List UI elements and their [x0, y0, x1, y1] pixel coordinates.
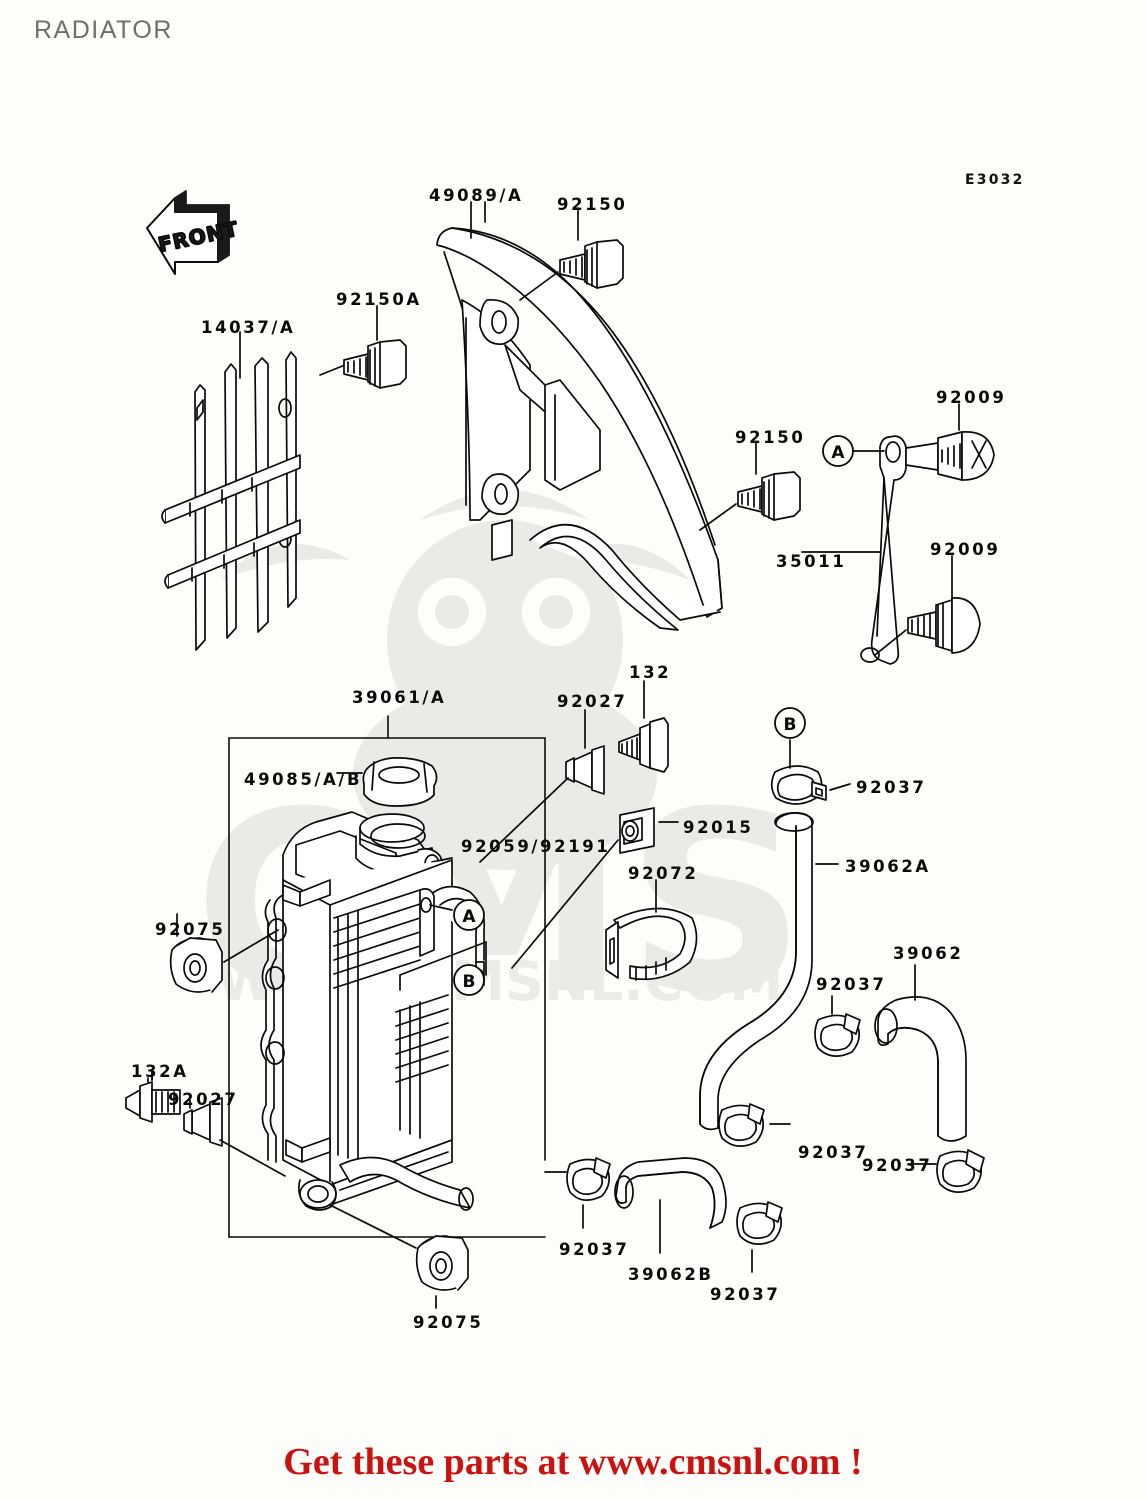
part-label-92150-upper[interactable]: 92150	[557, 195, 628, 214]
part-label-92027-upper[interactable]: 92027	[557, 692, 628, 711]
part-label-39062[interactable]: 39062	[893, 944, 964, 963]
part-label-39062a[interactable]: 39062A	[845, 857, 931, 876]
part-label-92009-upper[interactable]: 92009	[936, 388, 1007, 407]
watermark-url-text: WWW.CMSNL.COM	[217, 950, 783, 1013]
part-label-92027-lower[interactable]: 92027	[168, 1090, 239, 1109]
part-label-92072[interactable]: 92072	[628, 864, 699, 883]
part-label-49089-a[interactable]: 49089/A	[429, 186, 524, 205]
part-label-14037-a[interactable]: 14037/A	[201, 318, 296, 337]
part-label-92075-lower[interactable]: 92075	[413, 1313, 484, 1332]
part-label-132a[interactable]: 132A	[131, 1062, 189, 1081]
part-label-92150-mid[interactable]: 92150	[735, 428, 806, 447]
part-label-92037-mid[interactable]: 92037	[816, 975, 887, 994]
part-label-92037-b[interactable]: 92037	[856, 778, 927, 797]
part-label-49085-a-b[interactable]: 49085/A/B	[244, 770, 363, 789]
part-label-92037-bottom[interactable]: 92037	[710, 1285, 781, 1304]
part-label-39062b[interactable]: 39062B	[628, 1265, 714, 1284]
part-label-92037-right[interactable]: 92037	[798, 1143, 869, 1162]
part-label-92037-left-lower[interactable]: 92037	[559, 1240, 630, 1259]
part-label-39061-a[interactable]: 39061/A	[352, 688, 447, 707]
part-label-92015[interactable]: 92015	[683, 818, 754, 837]
part-label-35011[interactable]: 35011	[776, 552, 847, 571]
page-title: RADIATOR	[34, 16, 173, 44]
part-label-92009-lower[interactable]: 92009	[930, 540, 1001, 559]
part-label-132[interactable]: 132	[629, 663, 672, 682]
part-label-92037-far-right[interactable]: 92037	[862, 1156, 933, 1175]
part-label-92075-upper[interactable]: 92075	[155, 920, 226, 939]
diagram-code: E3032	[965, 172, 1025, 188]
footer-cta[interactable]: Get these parts at www.cmsnl.com !	[283, 1441, 863, 1483]
part-label-92059-92191[interactable]: 92059/92191	[461, 837, 611, 856]
part-label-92150a[interactable]: 92150A	[336, 290, 422, 309]
